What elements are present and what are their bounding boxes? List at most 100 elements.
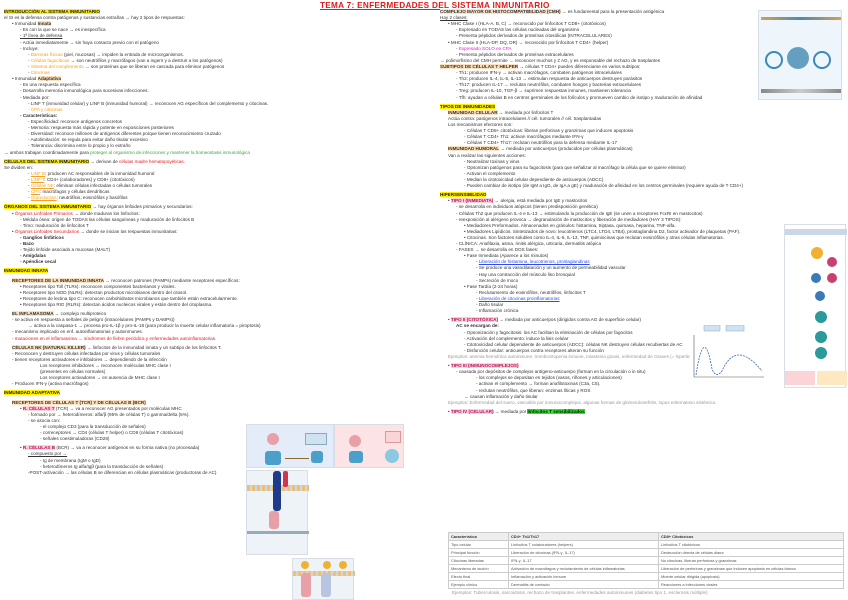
list-item: - Bazo (20, 241, 34, 247)
list-item: - Treg: producen IL-10, TGF-β → suprimen… (456, 88, 631, 94)
list-item: - reclutan neutrófilos, que liberan: enz… (476, 387, 591, 393)
list-item: - Activan el complemento (464, 170, 516, 176)
list-item: - Características: (20, 112, 58, 118)
list-item: - mecanismo implicado en enf. autoinflam… (12, 329, 143, 335)
celulas-divide: Se dividen en: (4, 164, 34, 170)
list-item: - LINF T: CD4+ (colaboradores) y CD8+ (c… (28, 176, 135, 182)
list-item: - Presenta péptidos derivados de proteín… (456, 33, 612, 39)
list-item: - señales coestimuladoras (CD28) (40, 436, 110, 442)
list-item: - mutaciones en el inflamasoma → síndrom… (12, 335, 217, 341)
organos-heading: ÓRGANOS DEL SISTEMA INMUNITARIO (4, 204, 92, 210)
list-item: - LINF T (inmunidad celular) y LINF B (i… (28, 100, 269, 106)
list-item: - Hay una contracción del músculo liso b… (476, 271, 575, 277)
list-item: - Tolerancia: discrimina entre lo propio… (28, 143, 131, 149)
list-item: - Expresado SOLO en CPA (456, 45, 512, 51)
list-item: - se activa en respuesta a señales de pe… (12, 317, 175, 323)
list-item: - Células T CD4+ Th1: activan macrófagos… (464, 134, 584, 140)
list-item: - Incluye: (20, 45, 39, 51)
list-item: - Secreción de moco (476, 277, 519, 283)
list-item: - Mediada por: (20, 94, 50, 100)
tipo4-examples: Ejemplos: Tuberculosis, sarcoidosis, rec… (452, 590, 708, 595)
list-item: • Receptores tipo Toll (TLRs): reconocen… (20, 283, 176, 289)
list-item: - activan el complemento → forman anafil… (476, 381, 601, 387)
th-heading: SUBTIPOS DE CÉLULAS T HELPER (440, 63, 519, 69)
list-item: - Liberación de histamina, leucotrienos,… (476, 259, 590, 265)
adaptativa-heading: INMUNIDAD ADAPTATIVA (4, 390, 60, 396)
list-item: -POST-activación → las células B se dife… (28, 469, 217, 475)
innata-heading: INMUNIDAD INNATA (4, 268, 49, 274)
biphasic-response-chart (690, 324, 766, 380)
celular-heading: INMUNIDAD CELULAR (448, 109, 498, 115)
list-item: - tienen receptores activadores e inhibi… (12, 356, 167, 362)
list-item: • Fase Inmediata (Aparece a los minutos) (464, 253, 549, 259)
list-item: - el complejo CD3 (para la transducción … (40, 424, 146, 429)
list-item: → causan inflamación y daño tisular (464, 393, 538, 399)
list-item: - Desarrolla memoria inmunológica para s… (20, 88, 149, 94)
intro-heading: INTRODUCCIÓN AL SISTEMA INMUNITARIO (4, 9, 100, 14)
list-item: - Es una respuesta específica (20, 82, 81, 88)
bcr-figure (292, 558, 355, 600)
list-item: - Granulocitos: neutrófilos, eosinófilos… (28, 195, 128, 201)
list-item: • Órganos Linfoides Secundarios → donde … (12, 228, 178, 234)
list-item: • Fase Tardía (2-24 horas) (464, 283, 518, 289)
list-item: - Ganglios linfáticos (20, 234, 64, 240)
list-item: - 1ª línea de defensa (20, 33, 63, 39)
list-item: - Liberación de citocinas proinflamatori… (476, 296, 560, 302)
adaptativa-bullet: • Inmunidad Adaptativa (12, 76, 62, 82)
list-item: - Citotoxicidad celular dependiente de a… (464, 341, 683, 347)
list-item: - Presenta péptidos derivados de proteín… (456, 51, 574, 57)
hiper-heading: HIPERSENSIBILIDAD (440, 192, 487, 198)
list-item: • MHC Clase II (HLA-DP, DQ, DR) → recono… (448, 39, 609, 45)
list-item: - Daño tisular (476, 302, 504, 308)
list-item: • MHC Clase I (HLA-A, B, C) → reconocido… (448, 21, 606, 27)
list-item: - causada por depósitos de complejos ant… (456, 369, 646, 375)
list-item: - Memoria: respuesta más rápida y potent… (28, 125, 174, 131)
tcr-bcr-heading: RECEPTORES DE CÉLULAS T (TCR) Y DE CÉLUL… (12, 399, 146, 405)
list-item: - Median la citotoxicidad celular depend… (464, 176, 604, 182)
list-item: - correceptores → CD4 (células T helper)… (40, 430, 184, 436)
list-item: - Actúa inmediatamente → sin haya contac… (20, 39, 159, 45)
list-item: - Producen IFN-γ (activa macrófagos) (12, 381, 89, 387)
list-item: - Se produce una vasodilatación y un aum… (476, 265, 626, 271)
right-column: COMPLEJO MAYOR DE HISTOCOMPATIBILIDAD (C… (440, 9, 844, 415)
list-item: - compuesto por → (28, 451, 68, 457)
list-item: - Opsonización y fagocitosis: los AC fac… (464, 329, 633, 335)
allergy-cascade-figure (784, 224, 847, 388)
list-item: Ejemplos: anemia hemolítica autoinmune, … (448, 354, 708, 360)
list-item: - se desarrolla en individuos atópicos (… (456, 204, 598, 210)
list-item: (presentes en células normales) (40, 369, 106, 375)
list-item: - Células T CD8+ citotóxicas: liberan pe… (464, 128, 634, 134)
list-item: - LINF B: producen AC responsables de la… (28, 170, 155, 176)
list-item: • Órganos Linfoides Primarios → donde ma… (12, 210, 140, 216)
humoral-heading: INMUNIDAD HUMORAL (448, 146, 500, 152)
list-item: • Receptores de lectina tipo C: reconoce… (20, 295, 238, 301)
list-item: - Ig de membrana (IgM o IgD) (40, 457, 101, 463)
list-item: - Diversidad: reconoce millones de antíg… (28, 131, 221, 137)
list-item: - Pueden cambiar de isotipo (de IgM a Ig… (464, 183, 744, 189)
list-item: - los complejos se depositan en tejidos … (476, 375, 622, 381)
list-item: - Sistema del complemento → son proteína… (28, 63, 225, 69)
list-item: • R. CÉLULAS T (TCR) → va a reconocer AG… (20, 405, 182, 411)
polimorfismo-line: → polimorfismo del CMH permite → reconoc… (440, 57, 661, 63)
inflamasoma-heading: EL INFLAMASOMA (12, 311, 54, 317)
left-column: INTRODUCCIÓN AL SISTEMA INMUNITARIO el S… (4, 9, 422, 476)
list-item: Los receptores activadores → en ausencia… (40, 375, 160, 381)
list-item: - Amígdalas (20, 253, 46, 259)
list-item: - Especificidad: reconoce antígenos conc… (28, 118, 122, 124)
list-item: - heterodímeros Ig alfa/Igβ (para la tra… (40, 463, 164, 469)
list-item: • Mediadores Preformados. Almacenados en… (464, 222, 676, 228)
list-item: - Células T CD4+ Th17: reclutan neutrófi… (464, 140, 618, 146)
list-item: - Médula ósea: origen de TODAS las célul… (20, 216, 195, 222)
list-item: - Inflamación crónica (476, 308, 519, 314)
list-item: - Neutralizar toxinas y virus (464, 158, 520, 164)
list-item: - Timo: maduración de linfocitos T (20, 222, 89, 228)
receptores-heading: RECEPTORES DE LA INMUNIDAD INNATA (12, 277, 104, 283)
page-title: TEMA 7: ENFERMEDADES DEL SISTEMA INMUNIT… (320, 1, 550, 10)
tcr-figure (246, 470, 309, 555)
mhc-structure-figure (758, 10, 842, 100)
list-item: - Tejido linfoide asociado a mucosas (MA… (20, 247, 110, 253)
